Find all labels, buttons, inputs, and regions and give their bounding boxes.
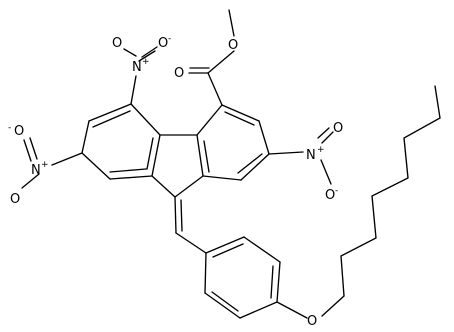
bond	[92, 110, 131, 128]
atom-n1: N	[132, 60, 142, 75]
bond	[29, 137, 38, 160]
bond	[239, 301, 278, 319]
bond	[317, 127, 330, 139]
bond	[151, 175, 176, 198]
bond	[51, 152, 83, 166]
atom-n3: N	[306, 148, 316, 163]
bond	[228, 9, 235, 37]
atom-o1a: O	[112, 36, 122, 51]
bond	[202, 175, 242, 181]
bond	[204, 252, 207, 294]
atom-o2a: O	[14, 124, 24, 139]
bond	[268, 151, 304, 155]
bond	[138, 50, 156, 62]
bond	[205, 236, 245, 254]
atom-o-carbonyl: O	[174, 66, 184, 81]
bond	[130, 103, 161, 136]
bond	[81, 152, 111, 180]
atom-o3b: O	[325, 188, 335, 203]
bond	[174, 175, 204, 198]
bond	[151, 134, 161, 177]
charge-o1b: -	[168, 34, 171, 44]
charge-n3: +	[317, 145, 325, 155]
bond	[130, 75, 137, 105]
bond	[81, 120, 90, 154]
bond	[221, 104, 260, 122]
charge-o2a: -	[8, 123, 11, 133]
bond	[123, 48, 137, 57]
bond	[321, 131, 334, 144]
bond	[204, 292, 241, 319]
charge-n2: +	[41, 160, 49, 170]
bond	[240, 153, 270, 181]
atom-labels: O O N + O O - N + O - O N + O O - O	[8, 34, 343, 329]
bond	[258, 120, 270, 155]
bond	[237, 153, 263, 174]
bond	[207, 72, 223, 106]
octyl-chain	[340, 85, 441, 297]
bond	[276, 261, 281, 303]
bond	[211, 291, 239, 312]
bond	[141, 46, 158, 58]
bond	[23, 139, 32, 162]
bond	[196, 134, 204, 177]
bond	[207, 50, 235, 74]
bond	[320, 159, 332, 185]
atom-o-methyl: O	[228, 38, 238, 53]
atom-o-ether: O	[307, 314, 317, 329]
bond	[146, 137, 154, 170]
bond	[180, 199, 183, 232]
bond	[212, 243, 244, 258]
charge-n1: +	[142, 57, 150, 67]
bond	[21, 173, 40, 189]
bond	[224, 111, 255, 126]
atom-o1b: O	[158, 36, 168, 51]
bond	[88, 103, 132, 122]
bond	[175, 232, 207, 254]
bond	[276, 301, 308, 319]
bond	[270, 265, 274, 299]
bonds	[21, 9, 441, 319]
bond	[203, 140, 210, 173]
charge-o3b: -	[335, 186, 338, 196]
bond	[174, 196, 177, 234]
bond	[196, 104, 223, 136]
bond	[321, 295, 345, 317]
bond	[243, 236, 281, 263]
atom-o2b: O	[10, 192, 20, 207]
bond	[109, 175, 153, 180]
atom-n2: N	[31, 163, 41, 178]
atom-o3a: O	[333, 121, 343, 136]
bond	[109, 168, 147, 173]
